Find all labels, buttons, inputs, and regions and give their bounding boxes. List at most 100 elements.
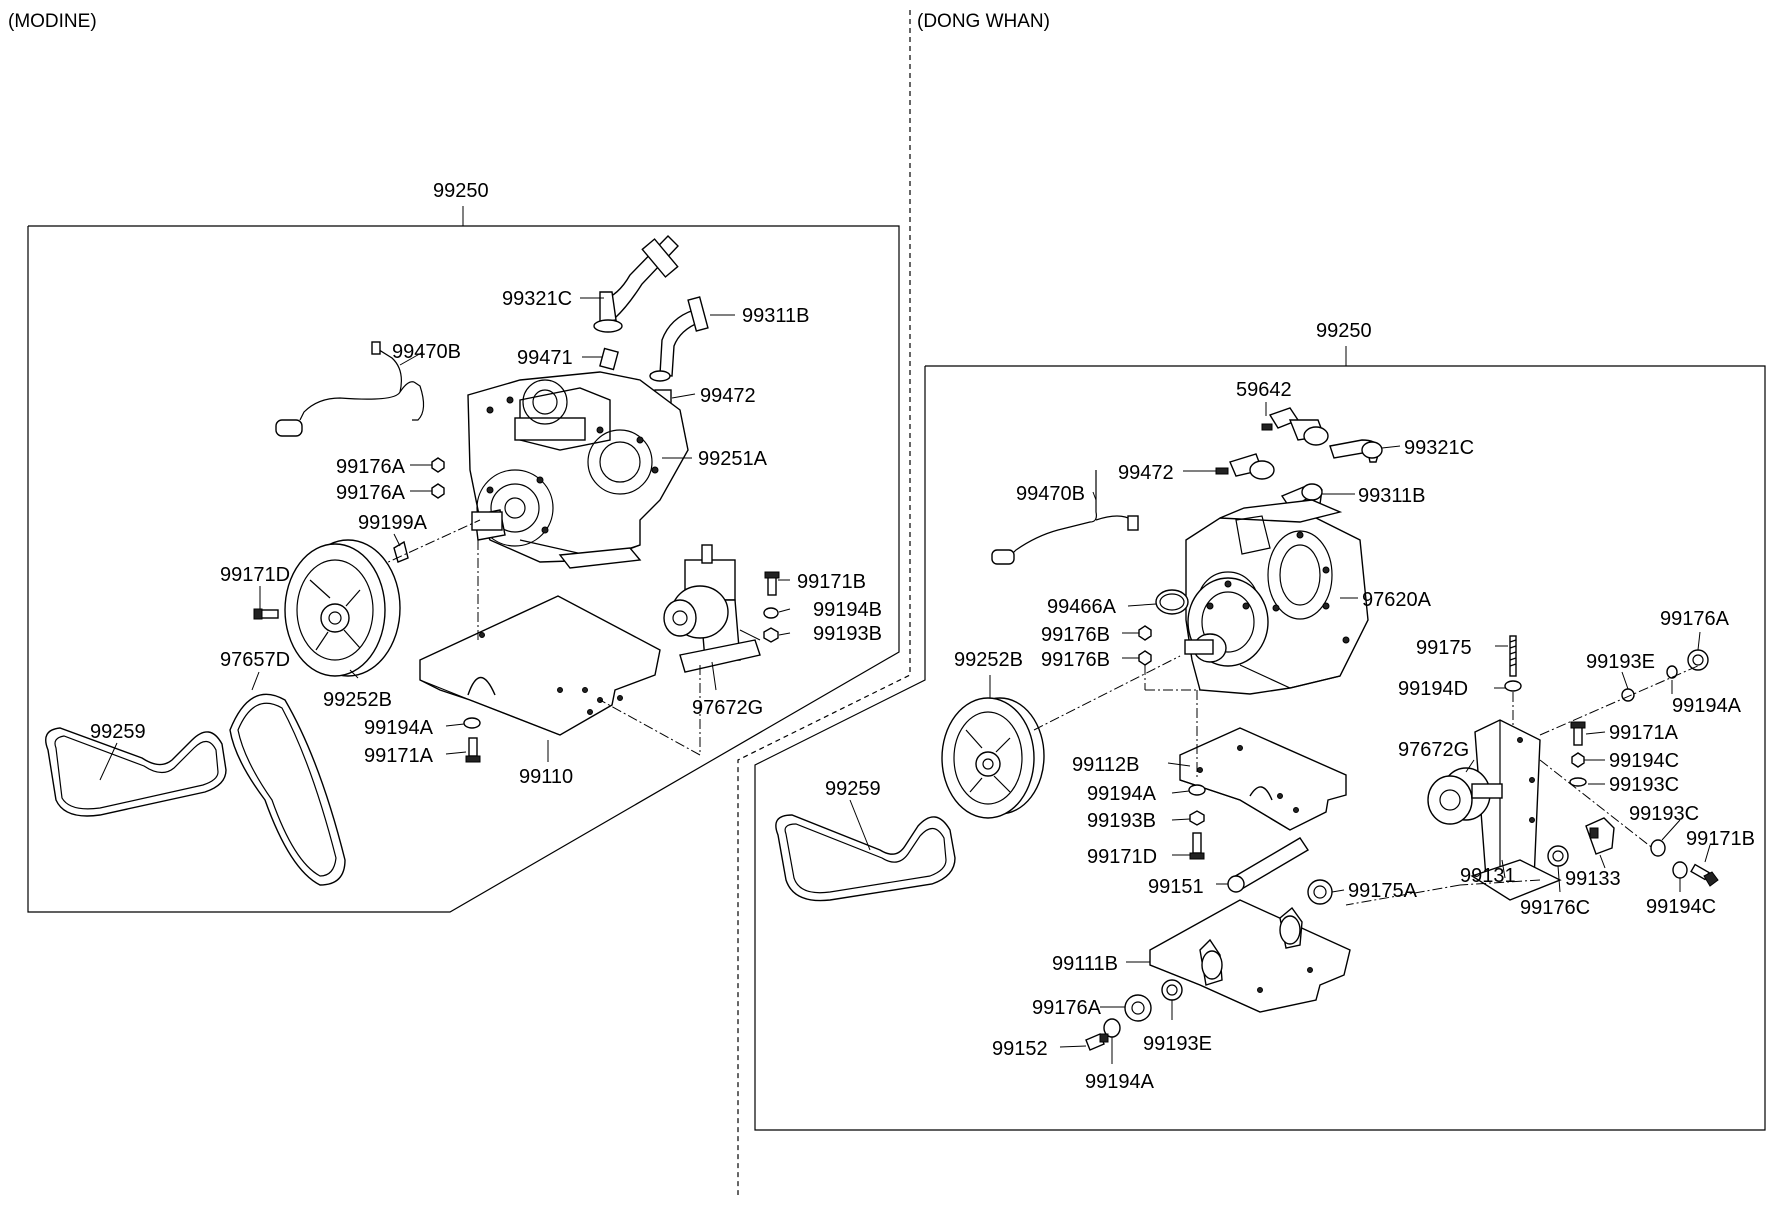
label-99321c-right: 99321C <box>1404 437 1474 459</box>
v-belt-99259-part <box>45 727 227 817</box>
label-99311b: 99311B <box>742 305 809 327</box>
sensor-cable-right-part <box>991 470 1139 565</box>
label-99194a-bottom: 99194A <box>1085 1071 1155 1093</box>
label-99151: 99151 <box>1148 876 1204 898</box>
bracket-99131-part <box>1470 719 1562 901</box>
label-99176b-2: 99176B <box>1041 649 1110 671</box>
bushing-99175a-part <box>1307 879 1333 905</box>
label-97672g-right: 97672G <box>1398 739 1469 761</box>
label-99194c-2: 99194C <box>1646 896 1716 918</box>
modine-compressor-body <box>467 371 689 569</box>
valve-99472-part <box>1215 453 1275 480</box>
label-99152: 99152 <box>992 1038 1048 1060</box>
label-99470b-right: 99470B <box>1016 483 1085 505</box>
label-99110: 99110 <box>519 766 573 788</box>
suction-pipe-part <box>593 235 679 333</box>
rod-99175-part <box>1509 635 1517 677</box>
washer-99193c-top-part <box>1569 777 1587 787</box>
service-valve-59642-part <box>1261 407 1329 446</box>
washer-99193e-top-part <box>1621 688 1635 702</box>
label-99171d: 99171D <box>220 564 290 586</box>
key-99199a-part <box>393 540 409 563</box>
dong-whan-assembly-number: 99250 <box>1316 320 1372 342</box>
discharge-pipe-part <box>649 296 709 382</box>
section-title-dong-whan: (DONG WHAN) <box>917 11 1050 32</box>
sensor-99152-part <box>1085 1033 1109 1051</box>
mount-bracket-97672g-part <box>663 544 761 673</box>
nut-99176b-part-2 <box>1138 650 1152 666</box>
nut-99176c-part <box>1547 845 1569 867</box>
label-99471: 99471 <box>517 347 573 369</box>
modine-frame <box>27 225 900 913</box>
clutch-pulley-right-part <box>941 697 1045 819</box>
label-99259-right: 99259 <box>825 778 881 800</box>
label-99176a-1: 99176A <box>336 456 406 478</box>
bolt-99171b-right-part <box>1690 863 1719 887</box>
label-99176b-1: 99176B <box>1041 624 1110 646</box>
bolt-99171a-right-part <box>1570 721 1586 746</box>
washer-99194a-right-part <box>1188 784 1206 796</box>
bolt-99171b-part <box>764 571 780 596</box>
nut-99176a-part-2 <box>431 483 445 499</box>
label-99472: 99472 <box>700 385 756 407</box>
washer-99194d-part <box>1504 680 1522 692</box>
nut-99193b-right-part <box>1189 810 1205 826</box>
dong-whan-frame <box>754 365 1766 1131</box>
label-97620a: 97620A <box>1362 589 1432 611</box>
label-99194b: 99194B <box>813 599 882 621</box>
label-97657d: 97657D <box>220 649 290 671</box>
label-99193e-bottom: 99193E <box>1143 1033 1212 1055</box>
nut-99176b-part-1 <box>1138 625 1152 641</box>
label-99193b: 99193B <box>813 623 882 645</box>
bolt-99171d-part <box>253 608 279 620</box>
label-99171a-left: 99171A <box>364 745 434 767</box>
idler-pulley-97672g-right-part <box>1427 767 1503 825</box>
clutch-pulley-part <box>284 539 401 677</box>
dong-whan-compressor-body <box>1184 499 1369 695</box>
washer-99194a-part <box>463 717 481 729</box>
modine-assembly-group: 99250 <box>27 180 900 913</box>
bolt-99171a-part <box>465 737 481 763</box>
v-belt-99259-right-part <box>775 814 956 902</box>
label-99131: 99131 <box>1460 865 1516 887</box>
label-99472-right: 99472 <box>1118 462 1174 484</box>
label-99112b: 99112B <box>1072 754 1139 776</box>
section-divider <box>737 10 911 1195</box>
pin-99151-part <box>1227 837 1309 893</box>
label-99171b-right: 99171B <box>1686 828 1755 850</box>
label-99176c: 99176C <box>1520 897 1590 919</box>
label-99175a: 99175A <box>1348 880 1418 902</box>
label-99171d-right: 99171D <box>1087 846 1157 868</box>
label-99470b: 99470B <box>392 341 461 363</box>
label-59642: 59642 <box>1236 379 1292 401</box>
label-99171b: 99171B <box>797 571 866 593</box>
label-99194a-mid: 99194A <box>1087 783 1157 805</box>
dong-whan-assembly-group: 99250 <box>754 320 1766 1131</box>
plate-99112b-part <box>1179 727 1347 831</box>
label-99193b-right: 99193B <box>1087 810 1156 832</box>
base-plate-99111b-part <box>1149 899 1351 1013</box>
label-99175: 99175 <box>1416 637 1472 659</box>
washer-99194a-top-part <box>1666 665 1678 679</box>
label-99193e-top: 99193E <box>1586 651 1655 673</box>
washer-99194b-part <box>763 607 779 619</box>
washer-99194c-bottom-part <box>1672 861 1688 879</box>
label-99176a-2: 99176A <box>336 482 406 504</box>
label-97672g: 97672G <box>692 697 763 719</box>
washer-99193e-bottom-part <box>1161 979 1183 1001</box>
label-99176a-bottom: 99176A <box>1032 997 1102 1019</box>
sensor-cable-part <box>275 341 425 437</box>
label-99194a-top: 99194A <box>1672 695 1742 717</box>
label-99193c-1: 99193C <box>1609 774 1679 796</box>
nut-99176a-bottom-part <box>1124 994 1152 1022</box>
label-99194a-left: 99194A <box>364 717 434 739</box>
section-title-modine: (MODINE) <box>8 11 97 32</box>
label-99252b-right: 99252B <box>954 649 1023 671</box>
label-99321c: 99321C <box>502 288 572 310</box>
label-99176a-top: 99176A <box>1660 608 1730 630</box>
bolt-99171d-right-part <box>1189 832 1205 860</box>
washer-99193c-bottom-part <box>1650 839 1666 857</box>
nut-99176a-part-1 <box>431 457 445 473</box>
label-99311b-right: 99311B <box>1358 485 1425 507</box>
